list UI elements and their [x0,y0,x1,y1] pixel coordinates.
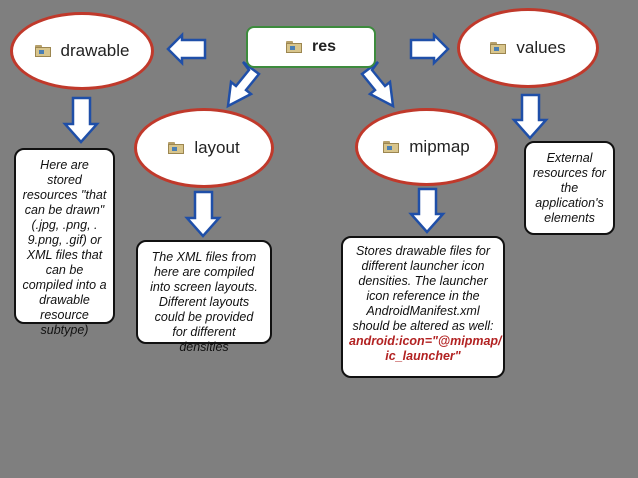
values-label: values [516,38,566,57]
folder-icon [383,141,400,153]
mipmap-description: Stores drawable files for different laun… [341,236,505,378]
folder-icon [168,142,185,154]
layout-node: layout [134,108,274,188]
arrow-res-to-mipmap [360,61,395,109]
mipmap-description-text: Stores drawable files for different laun… [352,244,494,333]
arrow-mipmap-down [408,187,446,234]
values-node: values [457,8,599,88]
mipmap-label: mipmap [409,137,470,156]
arrow-layout-down [184,190,222,238]
folder-icon [285,41,302,53]
arrow-values-down [511,93,549,140]
arrow-res-to-layout [226,61,261,109]
arrow-res-to-drawable [166,31,207,67]
folder-icon [34,45,51,57]
values-description: External resources for the application's… [524,141,615,235]
res-label: res [311,38,337,55]
drawable-description: Here are stored resources "that can be d… [14,148,115,337]
mipmap-code-text: android:icon="@mipmap/ ic_launcher" [349,334,502,363]
drawable-node: drawable [10,12,154,90]
mipmap-node: mipmap [355,108,498,186]
layout-description-text: The XML files from here are compiled int… [150,250,258,354]
arrow-drawable-down [62,96,100,144]
drawable-label: drawable [60,41,130,60]
values-description-text: External resources for the application's… [533,151,606,225]
arrow-res-to-values [409,31,450,67]
res-node: res [246,26,376,68]
folder-icon [490,42,507,54]
drawable-description-text: Here are stored resources "that can be d… [22,158,107,337]
layout-description: The XML files from here are compiled int… [136,240,272,354]
layout-label: layout [194,138,240,157]
